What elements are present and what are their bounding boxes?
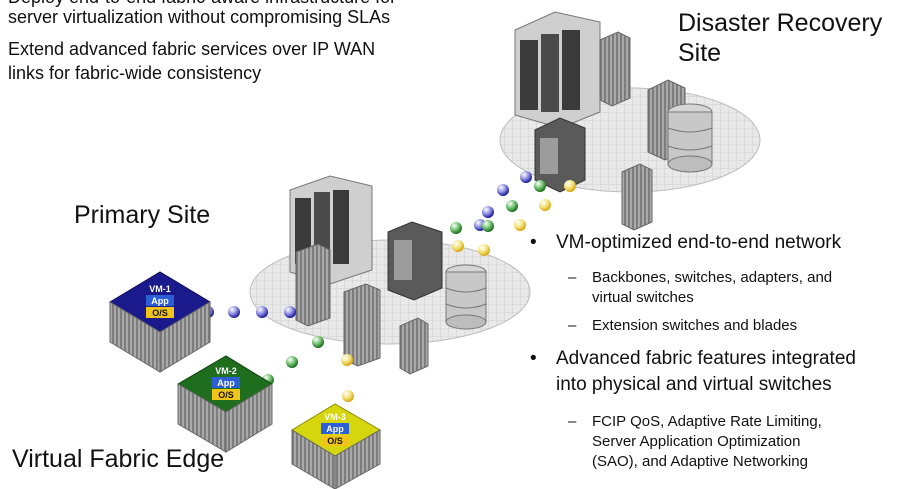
svg-text:App: App bbox=[326, 424, 344, 434]
vm-3-label: VM-3 App O/S bbox=[321, 412, 349, 446]
dr-site-label-line-2: Site bbox=[678, 39, 722, 67]
wan-links bbox=[450, 171, 576, 256]
svg-text:App: App bbox=[151, 296, 169, 306]
primary-site-equipment bbox=[289, 175, 487, 375]
svg-text:VM-1: VM-1 bbox=[149, 284, 171, 294]
svg-text:O/S: O/S bbox=[218, 390, 234, 400]
svg-text:O/S: O/S bbox=[327, 436, 343, 446]
dr-site-equipment bbox=[514, 11, 713, 231]
primary-site-label: Primary Site bbox=[74, 201, 211, 229]
vm-2-label: VM-2 App O/S bbox=[212, 366, 240, 400]
virtual-fabric-edge-label: Virtual Fabric Edge bbox=[12, 445, 225, 473]
svg-text:O/S: O/S bbox=[152, 308, 168, 318]
svg-text:VM-2: VM-2 bbox=[215, 366, 237, 376]
intro-line-3: Extend advanced fabric services over IP … bbox=[8, 39, 376, 59]
svg-text:App: App bbox=[217, 378, 235, 388]
intro-line-1: Deploy end-to-end fabric-aware infrastru… bbox=[8, 0, 396, 8]
intro-line-2: server virtualization without compromisi… bbox=[8, 7, 391, 27]
vm-1-label: VM-1 App O/S bbox=[146, 284, 174, 318]
dr-site-label-line-1: Disaster Recovery bbox=[678, 9, 883, 37]
intro-line-4: links for fabric-wide consistency bbox=[8, 63, 262, 83]
svg-text:VM-3: VM-3 bbox=[324, 412, 346, 422]
